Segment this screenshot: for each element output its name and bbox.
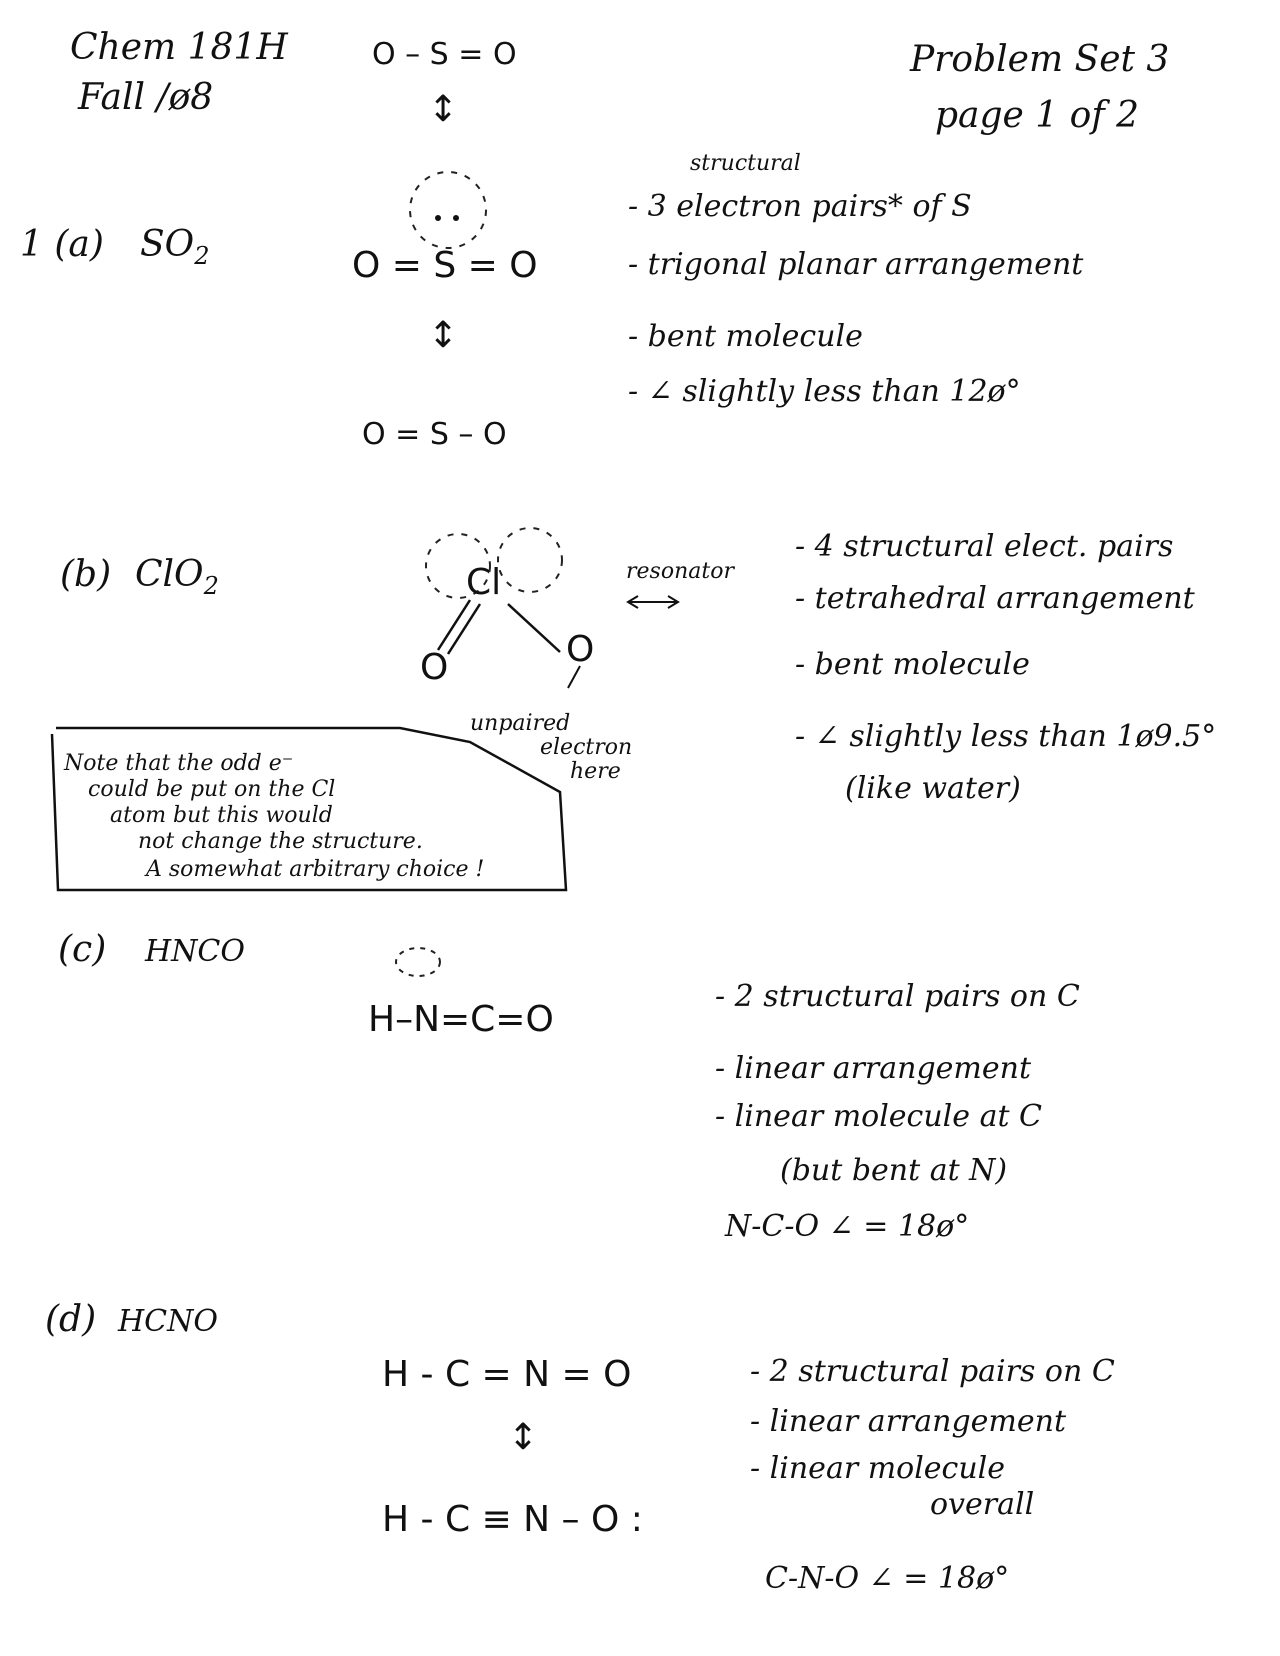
part-d-note-5: C-N-O ∠ = 18ø°: [765, 1561, 1010, 1596]
resonance-arrow-a2: ↕: [428, 315, 459, 356]
part-a-formula-main: SO: [140, 224, 195, 265]
part-b-note-2: - tetrahedral arrangement: [795, 581, 1195, 616]
part-a-formula: SO2: [140, 225, 209, 270]
so2-lone-pair-dot-1: [435, 215, 441, 221]
part-b-note-5: (like water): [845, 771, 1021, 806]
clo2-bond-right: [507, 603, 561, 653]
part-c-note-5: N-C-O ∠ = 18ø°: [725, 1209, 970, 1244]
resonator-label: resonator: [626, 559, 734, 584]
unpaired-label-1: unpaired: [470, 711, 571, 736]
problem-set-title: Problem Set 3: [910, 39, 1170, 80]
so2-lone-pair-dot-2: [453, 215, 459, 221]
part-c-note-1: - 2 structural pairs on C: [715, 979, 1080, 1014]
part-d-note-1: - 2 structural pairs on C: [750, 1354, 1115, 1389]
part-b-formula-sub: 2: [203, 572, 219, 601]
part-b-formula-main: ClO: [135, 554, 204, 595]
side-note-line-1: Note that the odd e⁻: [64, 751, 294, 776]
part-c-note-4: (but bent at N): [780, 1153, 1008, 1188]
term-label: Fall /ø8: [78, 77, 214, 118]
unpaired-label-3: here: [570, 759, 621, 784]
side-note-line-5: A somewhat arbitrary choice !: [146, 857, 485, 882]
part-a-formula-sub: 2: [194, 242, 210, 271]
part-d-label: (d): [45, 1299, 97, 1340]
part-d-note-2: - linear arrangement: [750, 1404, 1067, 1439]
unpaired-pointer: [567, 665, 581, 689]
part-c-note-2: - linear arrangement: [715, 1051, 1032, 1086]
resonator-arrow-head-left: [626, 595, 639, 609]
part-b-label: (b): [60, 554, 112, 595]
resonance-arrow-d: ↕: [508, 1417, 539, 1458]
clo2-bond-left-1: [436, 599, 472, 651]
part-a-note-1: - 3 electron pairs* of S: [628, 189, 972, 224]
so2-structure-top: O – S = O: [372, 37, 517, 72]
part-a-label: 1 (a): [20, 224, 104, 265]
course-title: Chem 181H: [70, 27, 288, 68]
resonator-arrow-head-right: [667, 595, 680, 609]
clo2-lone-pair-circle-1: [425, 533, 491, 599]
part-c-note-3: - linear molecule at C: [715, 1099, 1042, 1134]
hcno-structure-top: H - C = N = O: [382, 1354, 632, 1395]
clo2-bond-left-2: [446, 603, 482, 655]
part-b-note-3: - bent molecule: [795, 647, 1030, 682]
hcno-structure-bot: H - C ≡ N – O :: [382, 1499, 643, 1540]
part-b-formula: ClO2: [135, 555, 219, 600]
so2-structure-mid: O = S = O: [352, 245, 538, 286]
part-a-note-2: - trigonal planar arrangement: [628, 247, 1084, 282]
part-d-formula: HCNO: [118, 1304, 218, 1339]
part-c-label: (c): [58, 929, 107, 970]
side-note-line-2: could be put on the Cl: [88, 777, 336, 802]
part-a-note-4: - ∠ slightly less than 12ø°: [628, 374, 1021, 409]
side-note-line-3: atom but this would: [110, 803, 333, 828]
clo2-cl-atom: Cl: [466, 562, 502, 603]
hnco-lone-pair-circle: [395, 947, 441, 977]
part-a-annotation: structural: [690, 151, 801, 176]
part-a-note-3: - bent molecule: [628, 319, 863, 354]
part-d-note-4: overall: [930, 1487, 1035, 1522]
clo2-lone-pair-circle-2: [497, 527, 563, 593]
part-b-note-4: - ∠ slightly less than 1ø9.5°: [795, 719, 1217, 754]
side-note-line-4: not change the structure.: [138, 829, 423, 854]
clo2-o-left: O: [420, 647, 449, 688]
so2-lone-pair-circle: [409, 171, 487, 249]
part-b-note-1: - 4 structural elect. pairs: [795, 529, 1174, 564]
clo2-o-right: O: [566, 629, 595, 670]
page-number: page 1 of 2: [935, 95, 1139, 136]
part-d-note-3: - linear molecule: [750, 1451, 1006, 1486]
unpaired-label-2: electron: [540, 735, 633, 760]
part-c-formula: HNCO: [145, 934, 245, 969]
so2-structure-bot: O = S – O: [362, 417, 507, 452]
side-note-box-outline: [50, 726, 568, 892]
hnco-structure: H–N=C=O: [368, 999, 554, 1040]
resonance-arrow-a1: ↕: [428, 89, 459, 130]
